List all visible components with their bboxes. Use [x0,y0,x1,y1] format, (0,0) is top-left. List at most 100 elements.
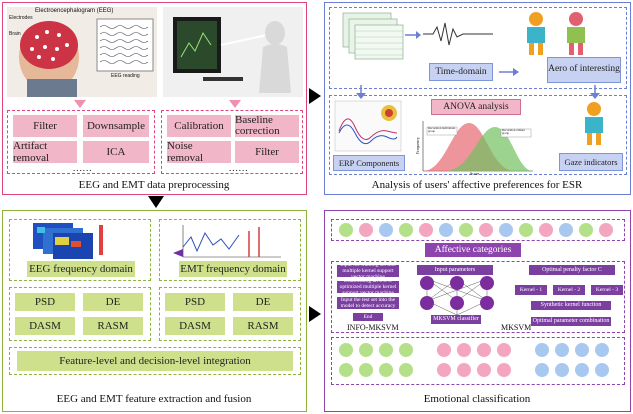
classification-caption: Emotional classification [423,393,531,405]
category-circle [399,223,413,237]
emt-domain-group [159,219,301,281]
classified-circle [595,363,609,377]
input-parameters-box: Input parameters [417,265,493,275]
waveform-icon [423,22,493,46]
classified-circle [535,363,549,377]
classified-circle [437,343,451,357]
category-circle [359,223,373,237]
eeg-feature-psd: PSD [15,293,75,311]
classified-circle [497,343,511,357]
emt-step-noise-removal: Noise removal [167,140,231,164]
emt-feature-dasm: DASM [165,317,225,335]
integration-box: Feature-level and decision-level integra… [17,351,293,371]
classified-circle [535,343,549,357]
category-circle [439,223,453,237]
down-arrow-left [74,100,86,108]
emt-step-calibration: Calibration [167,115,231,137]
category-circle [379,223,393,237]
classified-circle [497,363,511,377]
integration-group [9,347,301,375]
anova-box: ANOVA analysis [431,99,521,115]
category-circle [459,223,473,237]
preprocessing-caption: EEG and EMT data preprocessing [78,179,230,191]
classified-circle [477,343,491,357]
emt-step-baseline-correction: Baseline correction [235,115,299,137]
eeg-ellipsis: ...... [73,163,93,173]
network-node [420,296,434,310]
classified-circle [339,363,353,377]
eeg-image-title: Electroencephalogram (EEG) [35,8,114,14]
classified-circle [457,363,471,377]
analysis-panel: Time-domain Aero of interesting ERP Comp… [324,2,631,195]
kernel-3-box: Kernel - 3 [591,285,623,295]
data-sheets-icon [342,12,404,60]
classified-circle [399,343,413,357]
emt-step-filter: Filter [235,141,299,163]
optimal-combination-box: Optimal parameter combination [531,317,611,326]
arrow-to-classification [309,306,321,322]
category-circle [539,223,553,237]
penalty-factor-box: Optimal penalty factor C [529,265,615,275]
classified-circle [555,363,569,377]
analysis-bottom-group [329,95,627,175]
classified-circle [379,363,393,377]
classified-circle [399,363,413,377]
emt-ellipsis: ...... [229,163,249,173]
info-step-establish: Establishing an INFO optimized multiple … [337,278,399,296]
brain-label: Brain [9,31,21,37]
category-circle [479,223,493,237]
aoi-box: Aero of interesting [547,57,621,83]
anova-group2-label: Decoration cabinet group [502,128,525,135]
eeg-spectrogram-image [33,223,103,259]
network-node [480,276,494,290]
time-domain-box: Time-domain [429,63,493,81]
robot-aoi-icon [527,12,545,55]
eeg-frequency-domain-box: EEG frequency domain [27,261,135,277]
down-arrow-right [229,100,241,108]
mksvm-classifier-box: MKSVM classifier [431,315,481,324]
classified-circle [379,343,393,357]
arrow-sheets-to-wave [405,31,421,39]
kernel-1-box: Kernel - 1 [515,285,547,295]
features-panel: EEG frequency domain EMT frequency domai… [2,210,307,412]
emt-feature-de: DE [233,293,293,311]
classified-circle [555,343,569,357]
eeg-head-image [19,18,154,97]
info-mksvm-label: INFO-MKSVM [347,323,399,332]
classified-circle [437,363,451,377]
info-step-input-training: Input the training set into multiple ker… [337,262,399,280]
features-caption: EEG and EMT feature extraction and fusio… [56,393,252,405]
result-circles-group [331,337,625,385]
arrow-to-features [148,196,164,208]
anova-xlabel: Score [470,171,480,176]
classified-circle [595,343,609,357]
info-step-end: End [353,313,383,321]
eeg-step-downsample: Downsample [83,115,149,137]
emt-frequency-chart [173,225,281,258]
category-circle [559,223,573,237]
gaze-indicators-box: Gaze indicators [559,153,623,171]
arrow-to-gaze [590,85,600,99]
classified-circle [359,343,373,357]
eeg-step-filter: Filter [13,115,77,137]
eeg-reading-label: EEG reading [111,73,140,79]
mksvm-label: MKSVM [501,323,532,332]
info-step-input-test: Input the test set into the model to det… [337,297,399,309]
affective-categories-box: Affective categories [425,243,521,257]
category-circle [599,223,613,237]
eeg-features-group [9,287,151,341]
preprocessing-panel: Electroencephalogram (EEG) Electrodes Br… [2,2,307,195]
classified-circle [575,363,589,377]
network-node [420,276,434,290]
classified-circle [359,363,373,377]
classifier-group [331,261,625,333]
emt-steps-group [161,110,303,174]
arrow-to-erp [356,85,366,99]
emt-features-group [159,287,301,341]
eeg-feature-de: DE [83,293,143,311]
anova-group1-label: Decoration indications group [428,126,456,133]
category-circle [499,223,513,237]
eeg-steps-group [7,110,155,174]
robot-aoi-highlight [567,12,585,55]
eeg-feature-rasm: RASM [83,317,143,335]
